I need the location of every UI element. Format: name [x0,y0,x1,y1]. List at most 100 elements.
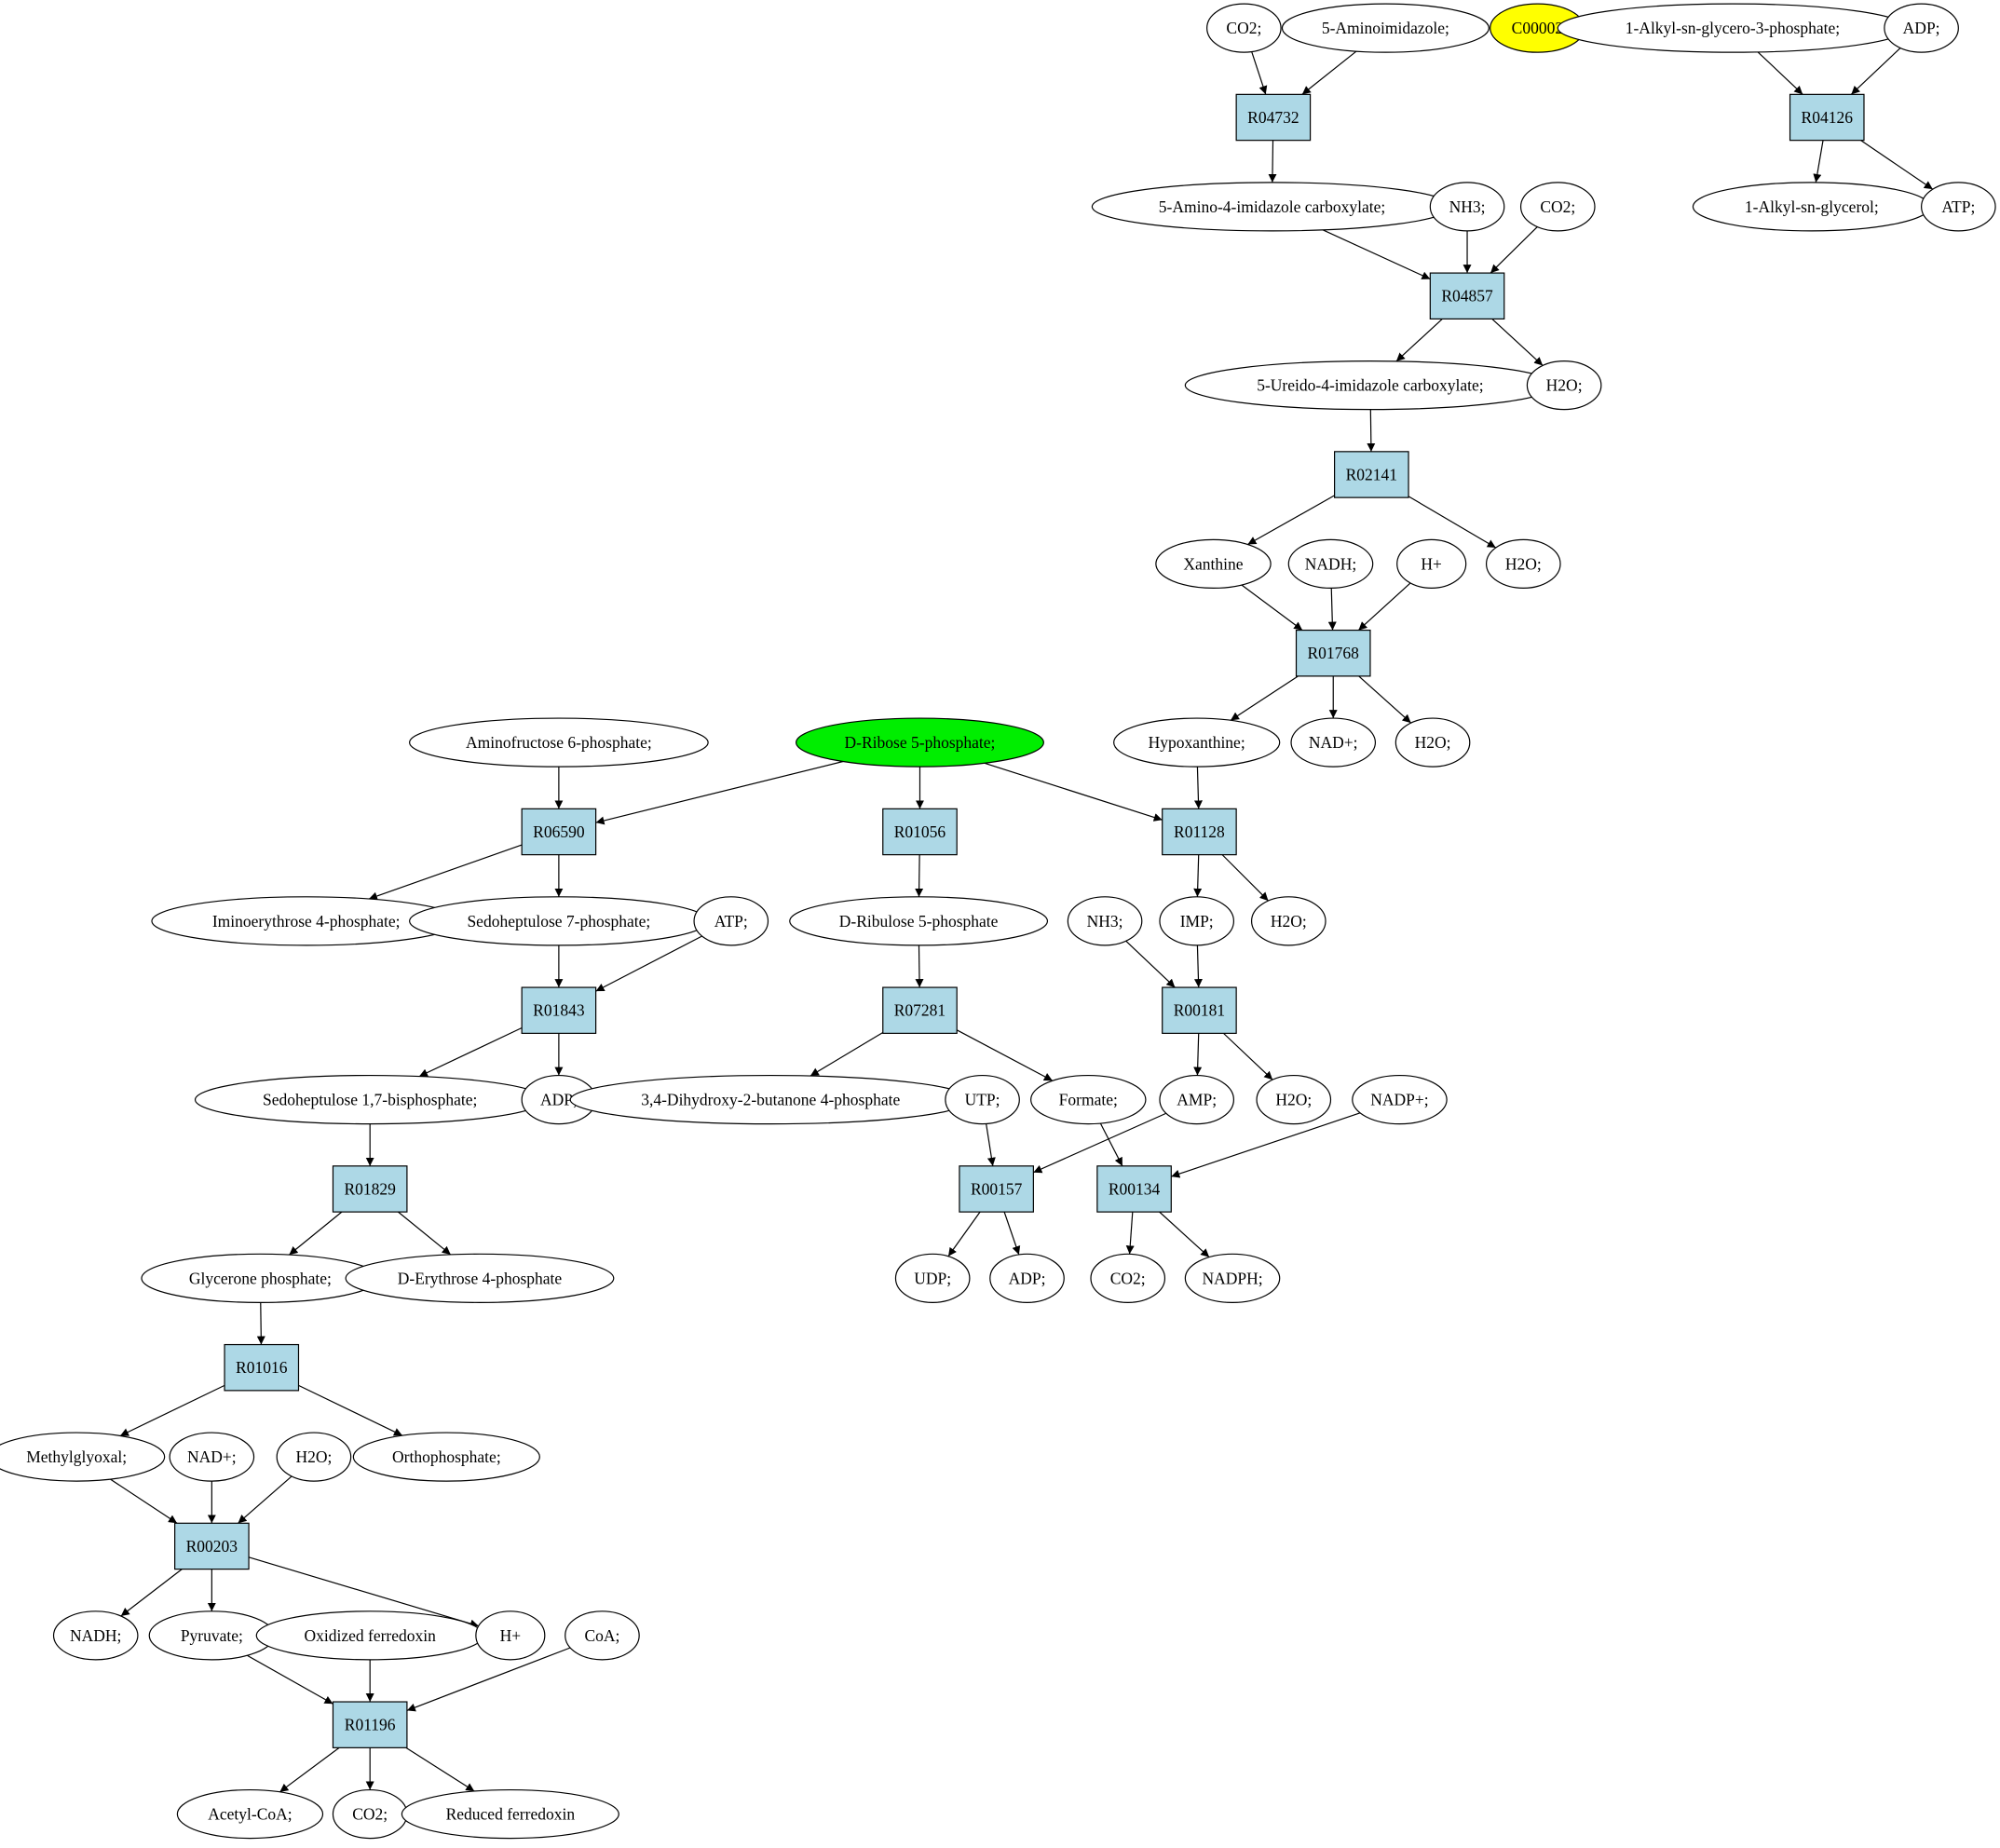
reaction-node-r04732[interactable]: R04732 [1235,93,1312,142]
reaction-node-r00203[interactable]: R00203 [174,1522,250,1570]
edge-r01016-to-c_methylglyoxal [119,1384,225,1437]
compound-node-d-erythrose-4-phosphate[interactable]: D-Erythrose 4-phosphate [345,1253,615,1303]
compound-node-h[interactable]: H+ [475,1610,546,1661]
compound-node-hypoxanthine[interactable]: Hypoxanthine; [1113,717,1281,768]
compound-node-reduced-ferredoxin[interactable]: Reduced ferredoxin [401,1788,619,1840]
edges-layer [110,48,1934,1793]
compound-node-h2o[interactable]: H2O; [1256,1074,1332,1125]
compound-node-adp[interactable]: ADP; [1884,3,1959,53]
edge-r01768-to-c_hypoxanthine [1230,675,1299,721]
compound-node-h[interactable]: H+ [1396,538,1467,589]
compound-node-3-4-dihydroxy-2-butanone-4-phosphate[interactable]: 3,4-Dihydroxy-2-butanone 4-phosphate [569,1074,972,1125]
compound-node-nad[interactable]: NAD+; [1290,717,1377,768]
compound-node-oxidized-ferredoxin[interactable]: Oxidized ferredoxin [255,1610,484,1661]
compound-node-co2[interactable]: CO2; [1206,3,1282,53]
compound-node-xanthine[interactable]: Xanthine [1155,538,1272,589]
compound-node-aminofructose-6-phosphate[interactable]: Aminofructose 6-phosphate; [409,717,709,768]
compound-label: D-Ribulose 5-phosphate [839,912,999,931]
reaction-label: R00157 [971,1179,1023,1198]
compound-node-adp[interactable]: ADP; [989,1253,1065,1303]
compound-node-nadph[interactable]: NADPH; [1184,1253,1281,1303]
reaction-node-r01016[interactable]: R01016 [224,1343,300,1392]
compound-node-co2[interactable]: CO2; [1090,1253,1166,1303]
compound-ellipse [0,1432,166,1482]
compound-node-nadp[interactable]: NADP+; [1352,1074,1448,1125]
compound-node-atp[interactable]: ATP; [1921,182,1996,232]
compound-node-d-ribulose-5-phosphate[interactable]: D-Ribulose 5-phosphate [789,896,1049,946]
reaction-node-r01768[interactable]: R01768 [1295,629,1371,677]
compound-node-nadh[interactable]: NADH; [52,1610,139,1661]
compound-node-methylglyoxal[interactable]: Methylglyoxal; [0,1432,166,1482]
compound-node-h2o[interactable]: H2O; [276,1432,352,1482]
compound-ellipse [1155,538,1272,589]
compound-node-nad[interactable]: NAD+; [169,1432,255,1482]
compound-node-5-aminoimidazole[interactable]: 5-Aminoimidazole; [1281,3,1490,53]
compound-label: ADP; [1009,1269,1046,1287]
compound-node-h2o[interactable]: H2O; [1250,896,1327,946]
reaction-box [332,1701,408,1748]
reaction-node-r01056[interactable]: R01056 [882,808,958,856]
edge-r01196-to-c_redferr [405,1746,475,1792]
reaction-node-r00181[interactable]: R00181 [1162,986,1237,1034]
compound-ellipse [1113,717,1281,768]
edge-c_nadh_a-to-r01768 [1327,588,1337,631]
reaction-node-r01196[interactable]: R01196 [332,1701,408,1748]
compound-ellipse [1250,896,1327,946]
compound-node-h2o[interactable]: H2O; [1395,717,1471,768]
compound-node-1-alkyl-sn-glycero-3-phosphate[interactable]: 1-Alkyl-sn-glycero-3-phosphate; [1557,3,1909,53]
reaction-node-r00157[interactable]: R00157 [959,1165,1034,1213]
compound-label: CoA; [584,1626,619,1645]
compound-node-atp[interactable]: ATP; [693,896,769,946]
compound-node-co2[interactable]: CO2; [332,1788,408,1840]
compound-node-utp[interactable]: UTP; [945,1074,1020,1125]
compound-node-glycerone-phosphate[interactable]: Glycerone phosphate; [141,1253,380,1303]
reaction-box [1334,451,1409,498]
compound-node-sedoheptulose-7-phosphate[interactable]: Sedoheptulose 7-phosphate; [409,896,709,946]
reaction-node-r01128[interactable]: R01128 [1162,808,1237,856]
reaction-node-r06590[interactable]: R06590 [521,808,597,856]
compound-node-pyruvate[interactable]: Pyruvate; [148,1610,276,1661]
compound-label: Sedoheptulose 7-phosphate; [467,912,650,931]
compound-label: D-Erythrose 4-phosphate [398,1269,563,1287]
compound-label: CO2; [1110,1269,1146,1287]
compound-node-amp[interactable]: AMP; [1159,1074,1235,1125]
reaction-node-r01829[interactable]: R01829 [332,1165,408,1213]
compound-node-sedoheptulose-1-7-bisphosphate[interactable]: Sedoheptulose 1,7-bisphosphate; [194,1074,546,1125]
compound-node-5-ureido-4-imidazole-carboxylate[interactable]: 5-Ureido-4-imidazole carboxylate; [1184,360,1557,411]
edge-r00134-to-c_co2_c [1125,1212,1135,1255]
compound-node-orthophosphate[interactable]: Orthophosphate; [352,1432,540,1482]
compound-node-nh3[interactable]: NH3; [1067,896,1143,946]
compound-ellipse [1256,1074,1332,1125]
reaction-node-r01843[interactable]: R01843 [521,986,597,1034]
compound-node-d-ribose-5-phosphate[interactable]: D-Ribose 5-phosphate; [796,717,1044,768]
edge-r04732-to-c_amino_imid_carb [1268,140,1277,183]
compound-ellipse [789,896,1049,946]
compound-node-iminoerythrose-4-phosphate[interactable]: Iminoerythrose 4-phosphate; [151,896,462,946]
compound-node-formate[interactable]: Formate; [1030,1074,1147,1125]
edge-r04126-to-c_alkylglycerol [1813,140,1824,183]
compound-node-h2o[interactable]: H2O; [1485,538,1561,589]
compound-ellipse [409,717,709,768]
compound-node-5-amino-4-imidazole-carboxylate[interactable]: 5-Amino-4-imidazole carboxylate; [1091,182,1453,232]
reaction-node-r02141[interactable]: R02141 [1334,451,1409,498]
edge-c_h2o_f-to-r00203 [238,1475,293,1524]
compound-node-h2o[interactable]: H2O; [1526,360,1602,411]
compound-node-nh3[interactable]: NH3; [1429,182,1505,232]
compound-node-acetyl-coa[interactable]: Acetyl-CoA; [176,1788,324,1840]
compound-ellipse [1396,538,1467,589]
compound-label: 5-Amino-4-imidazole carboxylate; [1159,197,1385,216]
compound-node-udp[interactable]: UDP; [894,1253,971,1303]
compound-node-1-alkyl-sn-glycerol[interactable]: 1-Alkyl-sn-glycerol; [1692,182,1931,232]
compound-node-nadh[interactable]: NADH; [1287,538,1374,589]
edge-c_co2_a-to-r04732 [1251,51,1268,95]
compound-node-co2[interactable]: CO2; [1519,182,1596,232]
compound-node-c00002[interactable]: C00002 [1490,3,1585,53]
reaction-label: R01196 [345,1716,396,1734]
reaction-node-r04126[interactable]: R04126 [1789,93,1865,142]
compound-node-coa[interactable]: CoA; [565,1610,640,1661]
compound-node-imp[interactable]: IMP; [1159,896,1235,946]
reaction-node-r07281[interactable]: R07281 [882,986,958,1034]
reaction-node-r00134[interactable]: R00134 [1096,1165,1172,1213]
reaction-node-r04857[interactable]: R04857 [1429,272,1505,319]
